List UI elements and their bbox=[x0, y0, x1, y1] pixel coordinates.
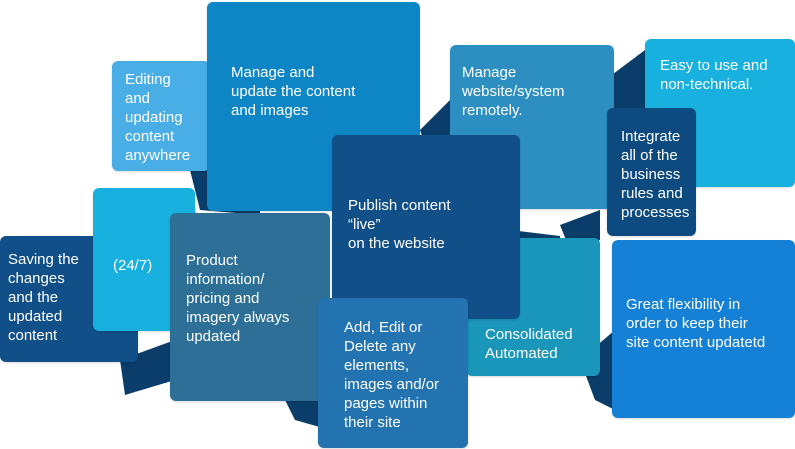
box-integrate-text: Integrate all of the business rules and … bbox=[621, 128, 690, 221]
box-twentyfour-text: (24/7) bbox=[113, 257, 153, 274]
box-add-edit: Add, Edit or Delete any elements, images… bbox=[318, 298, 468, 448]
connector-left-1 bbox=[120, 340, 175, 395]
box-publish-text: Publish content “live” on the website bbox=[348, 197, 451, 252]
box-editing: Editing and updating content anywhere bbox=[112, 61, 210, 171]
box-flexibility: Great flexibility in order to keep their… bbox=[612, 240, 795, 418]
box-manage-content-text: Manage and update the content and images bbox=[231, 64, 356, 119]
box-integrate: Integrate all of the business rules and … bbox=[607, 108, 696, 236]
box-product: Product information/ pricing and imagery… bbox=[170, 213, 330, 401]
box-flexibility-text: Great flexibility in order to keep their… bbox=[626, 296, 766, 351]
box-add-edit-text: Add, Edit or Delete any elements, images… bbox=[344, 319, 440, 431]
box-consolidated-text: Consolidated Automated bbox=[485, 326, 573, 362]
box-saving-text: Saving the changes and the updated conte… bbox=[8, 251, 79, 344]
box-manage-remote-text: Manage website/system remotely. bbox=[462, 64, 565, 119]
connector-easy bbox=[605, 50, 645, 120]
box-publish: Publish content “live” on the website bbox=[332, 135, 520, 319]
box-product-text: Product information/ pricing and imagery… bbox=[186, 252, 290, 345]
box-editing-text: Editing and updating content anywhere bbox=[125, 71, 191, 164]
box-easy-text: Easy to use and non-technical. bbox=[660, 57, 768, 93]
